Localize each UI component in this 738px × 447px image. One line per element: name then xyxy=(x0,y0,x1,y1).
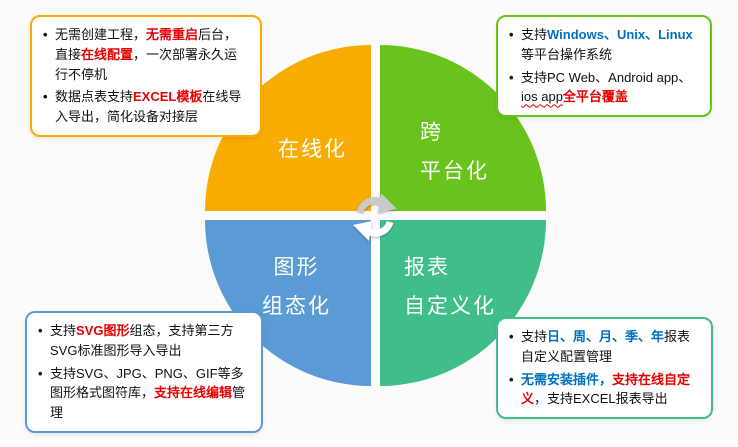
text-segment: 组态，支持第三方SVG标准图形导入导出 xyxy=(50,323,234,358)
text-segment: 支持 xyxy=(50,323,77,338)
text-segment-red: 在线配置 xyxy=(81,46,134,62)
quadrant-label-line: 在线化 xyxy=(278,138,347,161)
text-segment: 等平台操作系统 xyxy=(521,46,613,62)
text-segment: 支持 xyxy=(521,27,548,42)
text-segment: ，支持EXCEL报表导出 xyxy=(534,391,668,407)
text-segment-underlined: ios app xyxy=(521,89,563,105)
bullet-item: 支持SVG图形组态，支持第三方SVG标准图形导入导出 xyxy=(37,321,251,361)
callout-graphic-config: 支持SVG图形组态，支持第三方SVG标准图形导入导出 支持SVG、JPG、PNG… xyxy=(25,311,263,433)
bullet-item: 无需安装插件，支持在线自定义，支持EXCEL报表导出 xyxy=(508,370,701,410)
bullet-item: 数据点表支持EXCEL模板在线导入导出，简化设备对接层 xyxy=(42,87,250,127)
sync-arrows-svg xyxy=(353,193,397,241)
quadrant-pie: 在线化 跨 平台化 图形 组态化 报表 自定义化 xyxy=(205,45,546,386)
text-segment: ，一次部署永久运行不停机 xyxy=(55,46,238,82)
sync-arrows-icon xyxy=(345,187,405,247)
text-segment: 支持SVG、JPG、PNG、GIF等多图形格式图符库， xyxy=(50,365,244,401)
text-segment-red: 支持在线自定义 xyxy=(521,371,691,407)
text-segment-blue: Windows、Unix、Linux xyxy=(547,27,693,42)
callout-online: 无需创建工程，无需重启后台，直接在线配置，一次部署永久运行不停机 数据点表支持E… xyxy=(30,15,262,137)
text-segment-red: 无需重启 xyxy=(146,27,199,42)
text-segment-red: EXCEL模板 xyxy=(133,89,203,105)
quadrant-label-line: 图形 xyxy=(273,256,320,279)
quadrant-label-line: 报表 xyxy=(404,256,450,279)
quadrant-label-line: 自定义化 xyxy=(404,295,496,318)
text-segment: 无需创建工程， xyxy=(55,27,147,42)
quadrant-label-line: 组态化 xyxy=(262,295,331,318)
text-segment-red: 支持在线编辑 xyxy=(154,385,233,401)
bullet-item: 支持日、周、月、季、年报表自定义配置管理 xyxy=(508,327,701,367)
bullet-item: 支持PC Web、Android app、 ios app全平台覆盖 xyxy=(508,68,700,108)
text-segment-red: SVG图形 xyxy=(76,323,130,338)
text-segment: 支持 xyxy=(521,329,548,344)
text-segment-blue: 无需安装插件， xyxy=(521,371,613,387)
callout-cross-platform: 支持Windows、Unix、Linux 等平台操作系统 支持PC Web、And… xyxy=(496,15,712,117)
text-segment: 支持PC Web、Android app、 xyxy=(521,69,692,85)
quadrant-graphic-config-label: 图形 组态化 xyxy=(262,248,331,326)
text-segment: 管理 xyxy=(50,385,246,420)
text-segment: 在线导入导出，简化设备对接层 xyxy=(55,89,242,124)
text-segment: 后台，直接 xyxy=(55,27,238,62)
quadrant-report-custom-label: 报表 自定义化 xyxy=(404,248,496,326)
quadrant-label-line: 跨 xyxy=(420,121,443,144)
quadrant-cross-platform-label: 跨 平台化 xyxy=(420,113,489,191)
bullet-item: 支持Windows、Unix、Linux 等平台操作系统 xyxy=(508,25,700,65)
callout-report-custom: 支持日、周、月、季、年报表自定义配置管理 无需安装插件，支持在线自定义，支持EX… xyxy=(496,317,713,419)
text-segment: 数据点表支持 xyxy=(55,89,134,105)
text-segment-blue: 日、周、月、季、年 xyxy=(547,329,665,344)
text-segment: 报表自定义配置管理 xyxy=(521,329,691,364)
text-segment-red: 全平台覆盖 xyxy=(562,89,628,105)
quadrant-label-line: 平台化 xyxy=(420,160,489,183)
bullet-item: 无需创建工程，无需重启后台，直接在线配置，一次部署永久运行不停机 xyxy=(42,25,250,84)
bullet-item: 支持SVG、JPG、PNG、GIF等多图形格式图符库，支持在线编辑管理 xyxy=(37,364,251,423)
quadrant-online-label: 在线化 xyxy=(278,130,347,169)
